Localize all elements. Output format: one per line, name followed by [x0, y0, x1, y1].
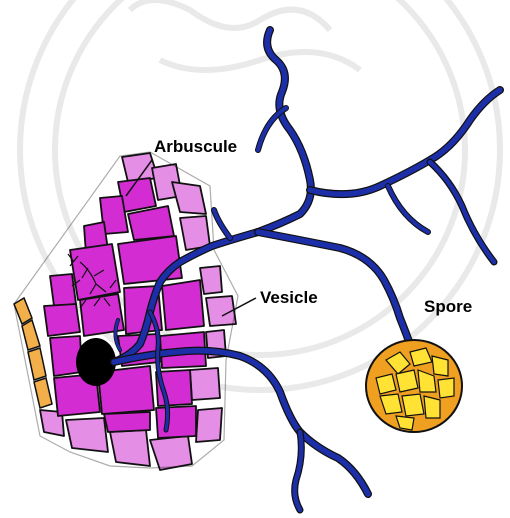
cell-inner-8 — [44, 304, 80, 336]
hypha-lower — [114, 351, 368, 494]
hypha-branch-upper-right — [310, 90, 500, 194]
cell-outer-bottom-1 — [150, 436, 192, 470]
cell-inner-6 — [118, 236, 182, 284]
edge-cell-4 — [34, 378, 52, 408]
cell-outer-bottom-3 — [66, 418, 108, 452]
edge-cell-3 — [28, 348, 46, 380]
root-cortex-cells — [40, 153, 236, 470]
cell-inner-5 — [70, 244, 120, 300]
cell-inner-3 — [128, 206, 174, 240]
cell-outer-right-7 — [196, 408, 222, 442]
cell-outer-right-1 — [172, 182, 206, 214]
cell-inner-7 — [50, 274, 76, 306]
hypha-branch-top-left — [258, 108, 286, 150]
spore-label: Spore — [424, 298, 472, 315]
cell-inner-11 — [162, 280, 204, 330]
cell-inner-19 — [156, 406, 196, 438]
arbuscule-label: Arbuscule — [154, 138, 237, 155]
cell-inner-18 — [104, 412, 150, 432]
hypha-branch-right-3 — [388, 186, 428, 232]
cell-outer-right-6 — [190, 368, 220, 400]
spore — [366, 340, 462, 432]
cell-outer-bottom-2 — [110, 430, 150, 466]
cell-outer-right-3 — [200, 266, 222, 294]
vesicle-label: Vesicle — [260, 289, 318, 306]
edge-cell-2 — [22, 320, 40, 350]
